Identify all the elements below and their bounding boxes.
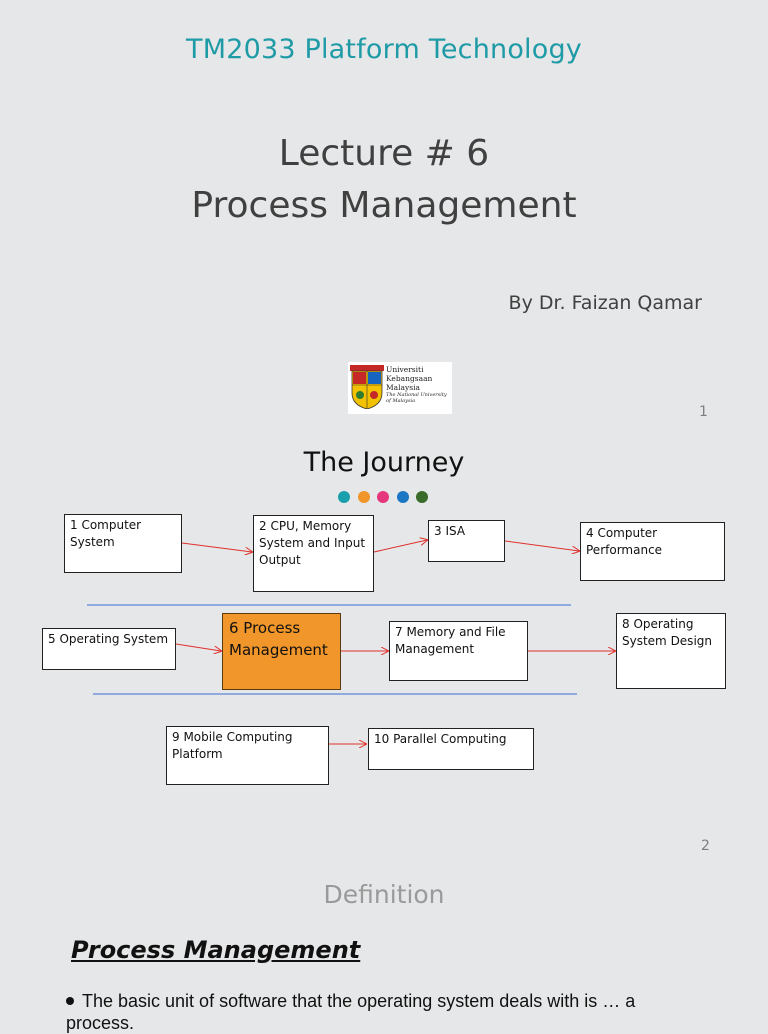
page-number: 1: [699, 404, 708, 420]
decorative-dots: [338, 488, 436, 503]
logo-line-2: Kebangsaan: [386, 374, 433, 383]
logo-line-3: Malaysia: [386, 383, 420, 392]
course-title: TM2033 Platform Technology: [186, 34, 582, 65]
dot-pink: [377, 491, 389, 503]
logo-text: Universiti Kebangsaan Malaysia The Natio…: [386, 365, 450, 404]
journey-box-4: 4 Computer Performance: [580, 522, 725, 581]
page-number: 2: [701, 838, 710, 854]
arrow-5-6: [175, 643, 221, 651]
journey-box-9: 9 Mobile Computing Platform: [166, 726, 329, 785]
logo-tagline: The National University of Malaysia: [386, 392, 447, 404]
journey-box-6-current: 6 Process Management: [222, 613, 341, 690]
journey-box-8: 8 Operating System Design: [616, 613, 726, 689]
arrow-3-4: [504, 540, 579, 551]
author-name: By Dr. Faizan Qamar: [508, 292, 702, 314]
crest-icon: [350, 365, 384, 409]
journey-box-3: 3 ISA: [428, 520, 505, 562]
journey-box-1: 1 Computer System: [64, 514, 182, 573]
dot-blue: [396, 491, 409, 503]
journey-box-5: 5 Operating System: [42, 628, 176, 670]
journey-box-2: 2 CPU, Memory System and Input Output: [253, 515, 374, 592]
university-logo: Universiti Kebangsaan Malaysia The Natio…: [348, 362, 452, 414]
journey-box-7: 7 Memory and File Management: [389, 621, 528, 681]
bullet-text: The basic unit of software that the oper…: [66, 991, 636, 1033]
dot-green: [416, 491, 428, 503]
lecture-number: Lecture # 6: [278, 133, 490, 174]
definition-title: Definition: [323, 880, 445, 909]
dot-orange: [357, 491, 370, 503]
section-heading: Process Management: [71, 936, 361, 964]
arrow-2-3: [373, 540, 427, 553]
bullet-icon: [66, 997, 74, 1005]
journey-title: The Journey: [303, 447, 465, 478]
dot-teal: [338, 491, 350, 503]
journey-box-10: 10 Parallel Computing: [368, 728, 534, 770]
bullet-item: The basic unit of software that the oper…: [66, 990, 706, 1034]
lecture-title: Lecture # 6 Process Management: [0, 128, 768, 232]
arrow-1-2: [181, 542, 252, 552]
logo-line-1: Universiti: [386, 365, 424, 374]
lecture-topic: Process Management: [191, 185, 577, 226]
